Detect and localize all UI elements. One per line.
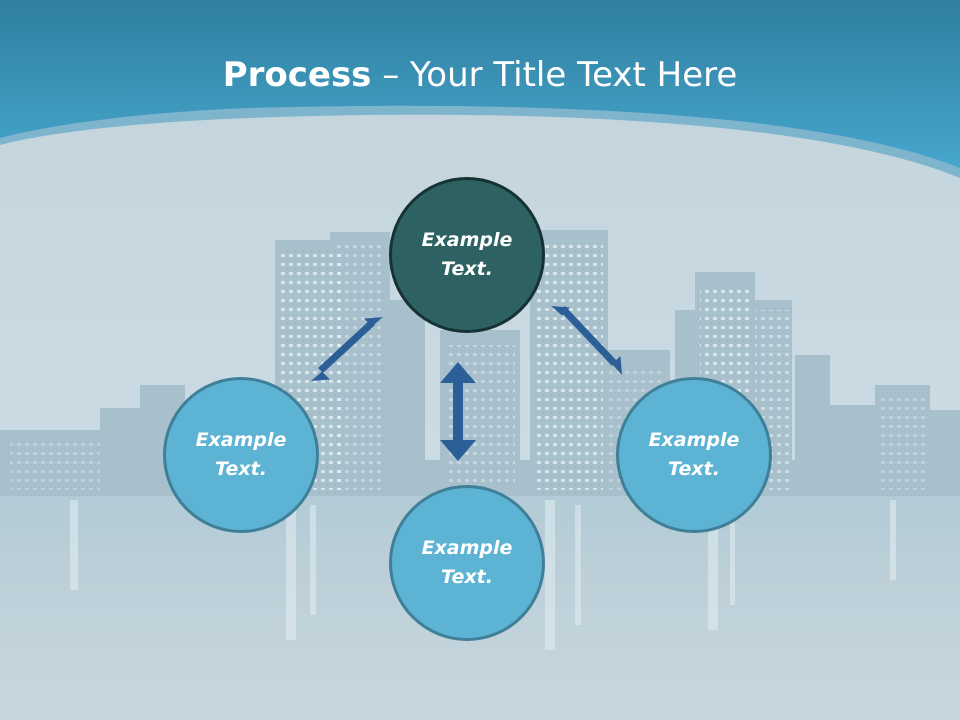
arrow-top-left-shaft (318, 320, 375, 373)
step-bottom-line1: Example (421, 537, 513, 559)
arrow-top-right-head2 (612, 356, 622, 375)
arrow-vertical-shaft (453, 381, 463, 441)
step-right-line1: Example (648, 429, 740, 451)
process-step-right-circle: Example Text. (616, 377, 772, 533)
water-reflections (70, 500, 896, 650)
step-top-line1: Example (421, 229, 513, 251)
arrow-vertical-head-up (440, 362, 476, 383)
step-top-line2: Text. (441, 258, 493, 280)
step-bottom-line2: Text. (441, 566, 493, 588)
arrow-vertical-head-down (440, 440, 476, 461)
process-step-bottom-circle: Example Text. (389, 485, 545, 641)
step-left-line2: Text. (215, 458, 267, 480)
arrow-top-right-shaft (560, 306, 617, 366)
arrow-top-left (364, 317, 383, 327)
arrow-top-left-head2 (311, 371, 330, 381)
process-step-top-circle: Example Text. (389, 177, 545, 333)
title-rest: – Your Title Text Here (371, 55, 738, 95)
step-right-line2: Text. (668, 458, 720, 480)
slide-title: Process – Your Title Text Here (0, 52, 960, 98)
title-bold: Process (222, 55, 372, 95)
step-left-line1: Example (195, 429, 287, 451)
process-step-left-circle: Example Text. (163, 377, 319, 533)
